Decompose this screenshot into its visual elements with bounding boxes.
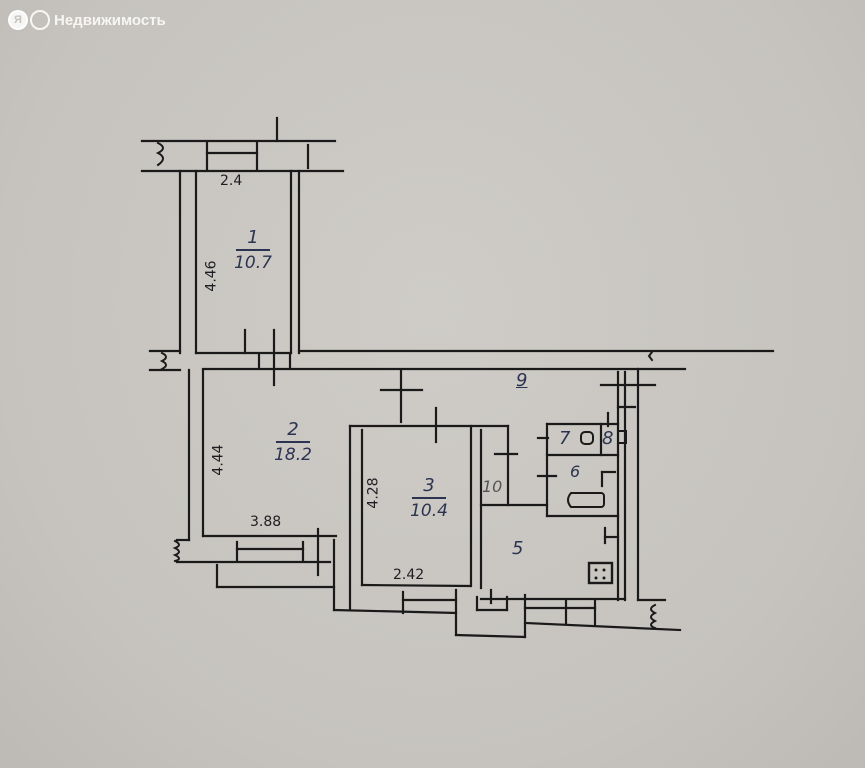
room-1-divider [236,249,270,251]
room-1-walls [178,169,301,355]
room-7-number: 7 [559,428,571,449]
room-5-number: 5 [512,538,524,559]
room-1-length-dimension: 4.46 [203,260,220,292]
brand-logo: Я [8,10,50,30]
bottom-exterior-wall [332,588,682,639]
room-6-number: 6 [570,462,581,481]
central-wall [148,328,775,387]
room-3-area: 10.4 [410,501,448,521]
room-2-area: 18.2 [274,445,312,465]
room-2-divider [276,441,310,443]
room-3-width-dimension: 2.42 [393,567,425,583]
room-9-number: 9 [516,370,528,391]
room-3-length-dimension: 4.28 [365,477,382,509]
brand-logo-ring-icon [30,10,50,30]
room-3-number: 3 [423,475,435,496]
room-1-area: 10.7 [234,253,272,273]
room-8-number: 8 [602,428,614,449]
room-1-number: 1 [247,227,259,248]
room-3-walls [348,369,510,612]
room-1-width-dimension: 2.4 [220,173,243,189]
brand-name: Недвижимость [54,11,166,29]
room-10-walls [479,424,549,507]
kitchen-walls [479,367,667,602]
room-1-top-wall [140,116,345,173]
brand-logo-ya-icon: Я [8,10,28,30]
room-2-number: 2 [287,419,299,440]
bathroom-walls [536,411,627,518]
room-2-length-dimension: 4.44 [210,444,227,476]
room-2-label: 2 18.2 [268,419,318,466]
room-2-walls [172,368,338,612]
room-10-number: 10 [482,477,503,496]
watermark: Я Недвижимость [8,8,166,32]
room-3-divider [412,497,446,499]
room-3-label: 3 10.4 [404,475,454,522]
room-1-label: 1 10.7 [228,227,278,274]
room-2-width-dimension: 3.88 [250,514,282,530]
